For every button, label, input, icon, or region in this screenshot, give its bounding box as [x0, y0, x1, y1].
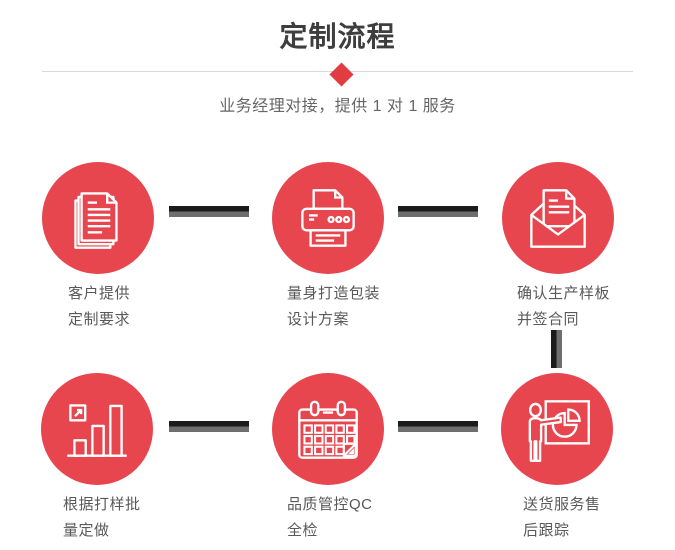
step-label-delivery-aftersales: 送货服务售 后跟踪 [523, 492, 601, 544]
step-label-line: 量定做 [63, 522, 110, 539]
connector-step5-step6 [398, 421, 478, 432]
step-label-quality-control: 品质管控QC 全检 [287, 492, 373, 544]
documents-icon [74, 192, 118, 249]
step-label-line: 并签合同 [517, 311, 580, 328]
step-label-line: 定制要求 [68, 311, 131, 328]
connector-step3-step6 [551, 330, 562, 368]
step-label-line: 量身打造包装 [287, 285, 381, 302]
bar-chart-icon [67, 404, 127, 457]
step-label-line: 客户提供 [68, 285, 131, 302]
presentation-icon [528, 400, 590, 462]
step-label-batch-production: 根据打样批 量定做 [63, 492, 141, 544]
step-label-line: 确认生产样板 [517, 285, 611, 302]
step-circle-batch-production [41, 373, 153, 485]
step-label-line: 设计方案 [287, 311, 350, 328]
step-label-packaging-design: 量身打造包装 设计方案 [287, 281, 380, 333]
diamond-icon [329, 62, 354, 87]
step-circle-customer-requirements [42, 162, 154, 274]
printer-icon [301, 189, 355, 247]
step-label-line: 根据打样批 [63, 496, 141, 513]
step-label-line: 后跟踪 [523, 522, 570, 539]
step-label-sample-contract: 确认生产样板 并签合同 [517, 281, 610, 333]
step-circle-packaging-design [272, 162, 384, 274]
page-title: 定制流程 [279, 21, 396, 52]
step-circle-delivery-aftersales [501, 373, 613, 485]
step-circle-sample-contract [502, 162, 614, 274]
step-circle-quality-control [272, 373, 384, 485]
step-label-line: 送货服务售 [523, 496, 601, 513]
calendar-icon [298, 400, 358, 459]
connector-step2-step3 [398, 206, 478, 217]
connector-step4-step5 [169, 421, 249, 432]
step-label-customer-requirements: 客户提供 定制要求 [68, 281, 130, 333]
step-label-line: 品质管控QC [287, 496, 373, 513]
page-subtitle: 业务经理对接，提供 1 对 1 服务 [219, 98, 456, 115]
step-label-line: 全检 [287, 522, 319, 539]
open-envelope-icon [530, 189, 586, 248]
connector-step1-step2 [169, 206, 249, 217]
